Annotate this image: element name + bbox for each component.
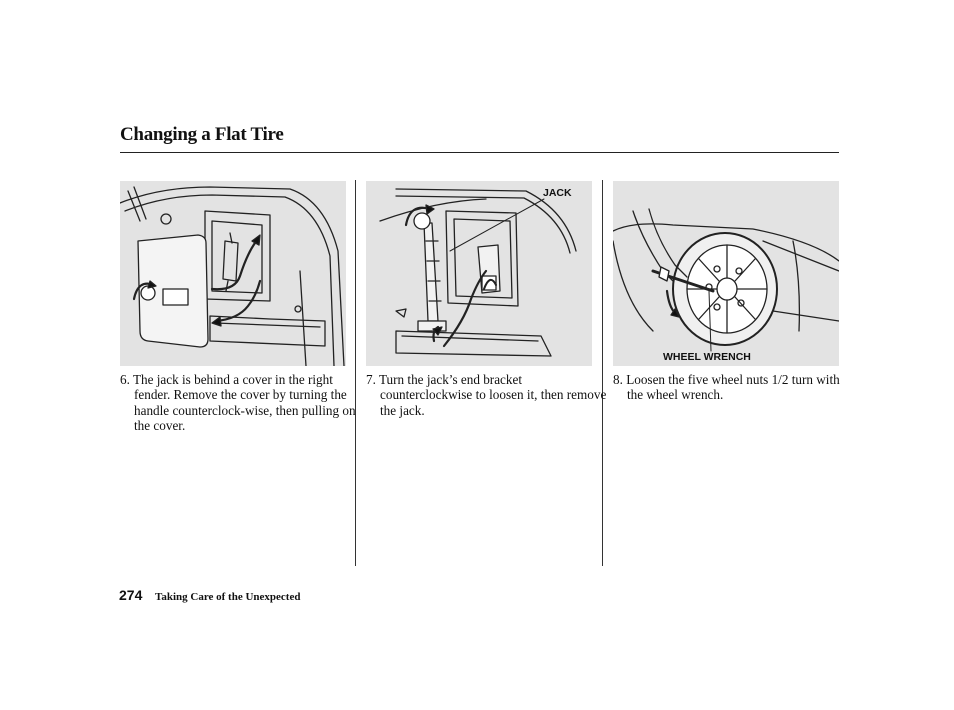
column-divider-1	[355, 180, 356, 566]
jack-callout: JACK	[543, 187, 572, 199]
page-title: Changing a Flat Tire	[120, 124, 284, 145]
wheel-wrench-illustration	[613, 208, 839, 352]
figure-wheel-wrench: WHEEL WRENCH	[613, 181, 839, 366]
remove-jack-illustration	[379, 188, 577, 357]
column-divider-2	[602, 180, 603, 566]
figure-remove-jack: JACK	[366, 181, 592, 366]
section-title: Taking Care of the Unexpected	[155, 591, 301, 603]
jack-cover-illustration	[120, 186, 345, 366]
step-6-text: 6. The jack is behind a cover in the rig…	[120, 372, 356, 433]
page-number: 274	[119, 587, 143, 603]
step-7-text: 7. Turn the jack’s end bracket countercl…	[366, 372, 607, 418]
step-8-text: 8. Loosen the five wheel nuts 1/2 turn w…	[613, 372, 840, 403]
wheel-wrench-callout: WHEEL WRENCH	[663, 351, 751, 363]
title-rule	[120, 152, 839, 153]
figure-jack-cover	[120, 181, 346, 366]
